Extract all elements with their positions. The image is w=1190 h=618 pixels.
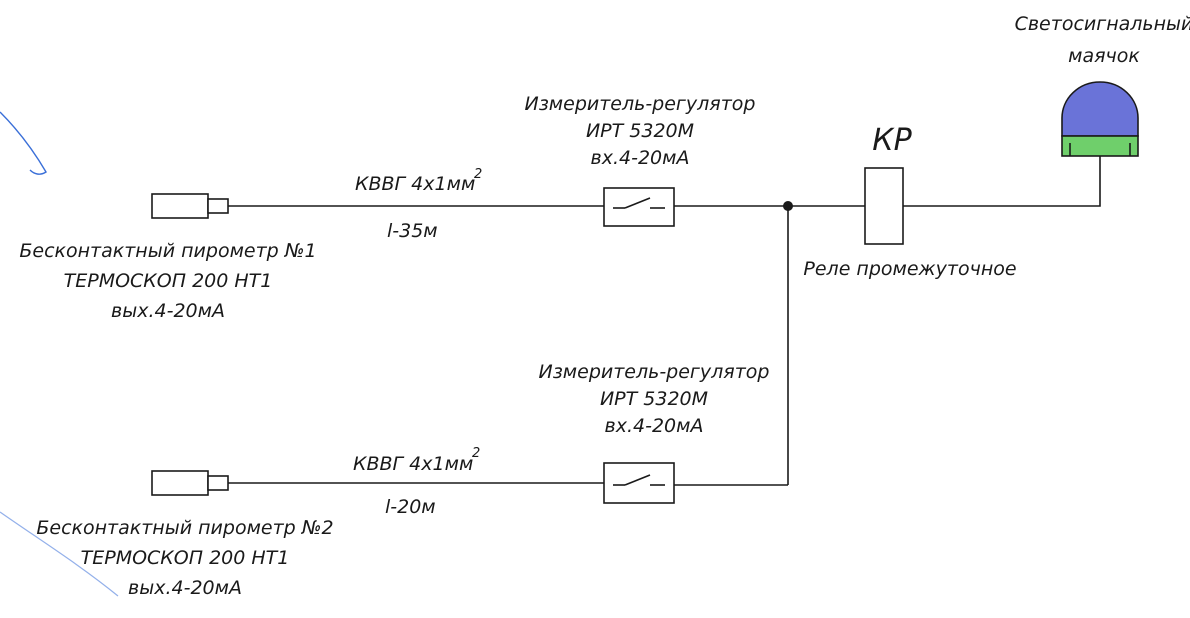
cable-bottom-name: КВВГ 4х1мм <box>353 453 473 475</box>
pen-stroke-top <box>0 111 47 175</box>
cable-top-length: l-35м <box>387 220 438 242</box>
pyrometer-1-line1: Бесконтактный пирометр №1 <box>19 240 316 262</box>
pyrometer-2-line3: вых.4-20мА <box>128 577 242 599</box>
beacon-symbol <box>1061 81 1139 157</box>
regulator-top-line2: ИРТ 5320М <box>586 120 694 142</box>
cable-bottom-length: l-20м <box>385 496 436 518</box>
relay-code: КР <box>872 123 912 158</box>
beacon-label-line2: маячок <box>1068 45 1140 67</box>
regulator-bottom-line3: вх.4-20мА <box>605 415 704 437</box>
regulator-top-symbol <box>603 187 675 227</box>
pyrometer-2-line1: Бесконтактный пирометр №2 <box>36 517 333 539</box>
regulator-top-box <box>603 187 675 227</box>
regulator-bottom-line1: Измеритель-регулятор <box>538 361 769 383</box>
pyrometer-2-nozzle <box>207 475 229 491</box>
relay-label: Реле промежуточное <box>803 258 1016 280</box>
pen-stroke-bottom <box>0 511 119 597</box>
regulator-top-contact-blade <box>624 197 651 209</box>
pyrometer-2-symbol <box>151 470 229 496</box>
cable-bottom-exponent: 2 <box>472 446 480 461</box>
pyrometer-2-body <box>151 470 209 496</box>
beacon-base <box>1061 135 1139 157</box>
pyrometer-1-body <box>151 193 209 219</box>
pyrometer-1-nozzle <box>207 198 229 214</box>
pyrometer-1-line2: ТЕРМОСКОП 200 НТ1 <box>64 270 273 292</box>
beacon-label-line1: Светосигнальный <box>1015 13 1190 35</box>
regulator-bottom-contact-blade <box>624 474 651 486</box>
wire-to-beacon <box>903 156 1101 207</box>
regulator-bottom-box <box>603 462 675 504</box>
regulator-top-line3: вх.4-20мА <box>591 147 690 169</box>
regulator-bottom-line2: ИРТ 5320М <box>600 388 708 410</box>
regulator-top-line1: Измеритель-регулятор <box>524 93 755 115</box>
pyrometer-2-line2: ТЕРМОСКОП 200 НТ1 <box>81 547 290 569</box>
regulator-bottom-symbol <box>603 462 675 504</box>
relay-kr-box <box>864 167 904 245</box>
pyrometer-1-symbol <box>151 193 229 219</box>
cable-top-exponent: 2 <box>474 167 482 182</box>
cable-top-name: КВВГ 4х1мм <box>355 173 475 195</box>
pyrometer-1-line3: вых.4-20мА <box>111 300 225 322</box>
beacon-dome <box>1061 81 1139 137</box>
